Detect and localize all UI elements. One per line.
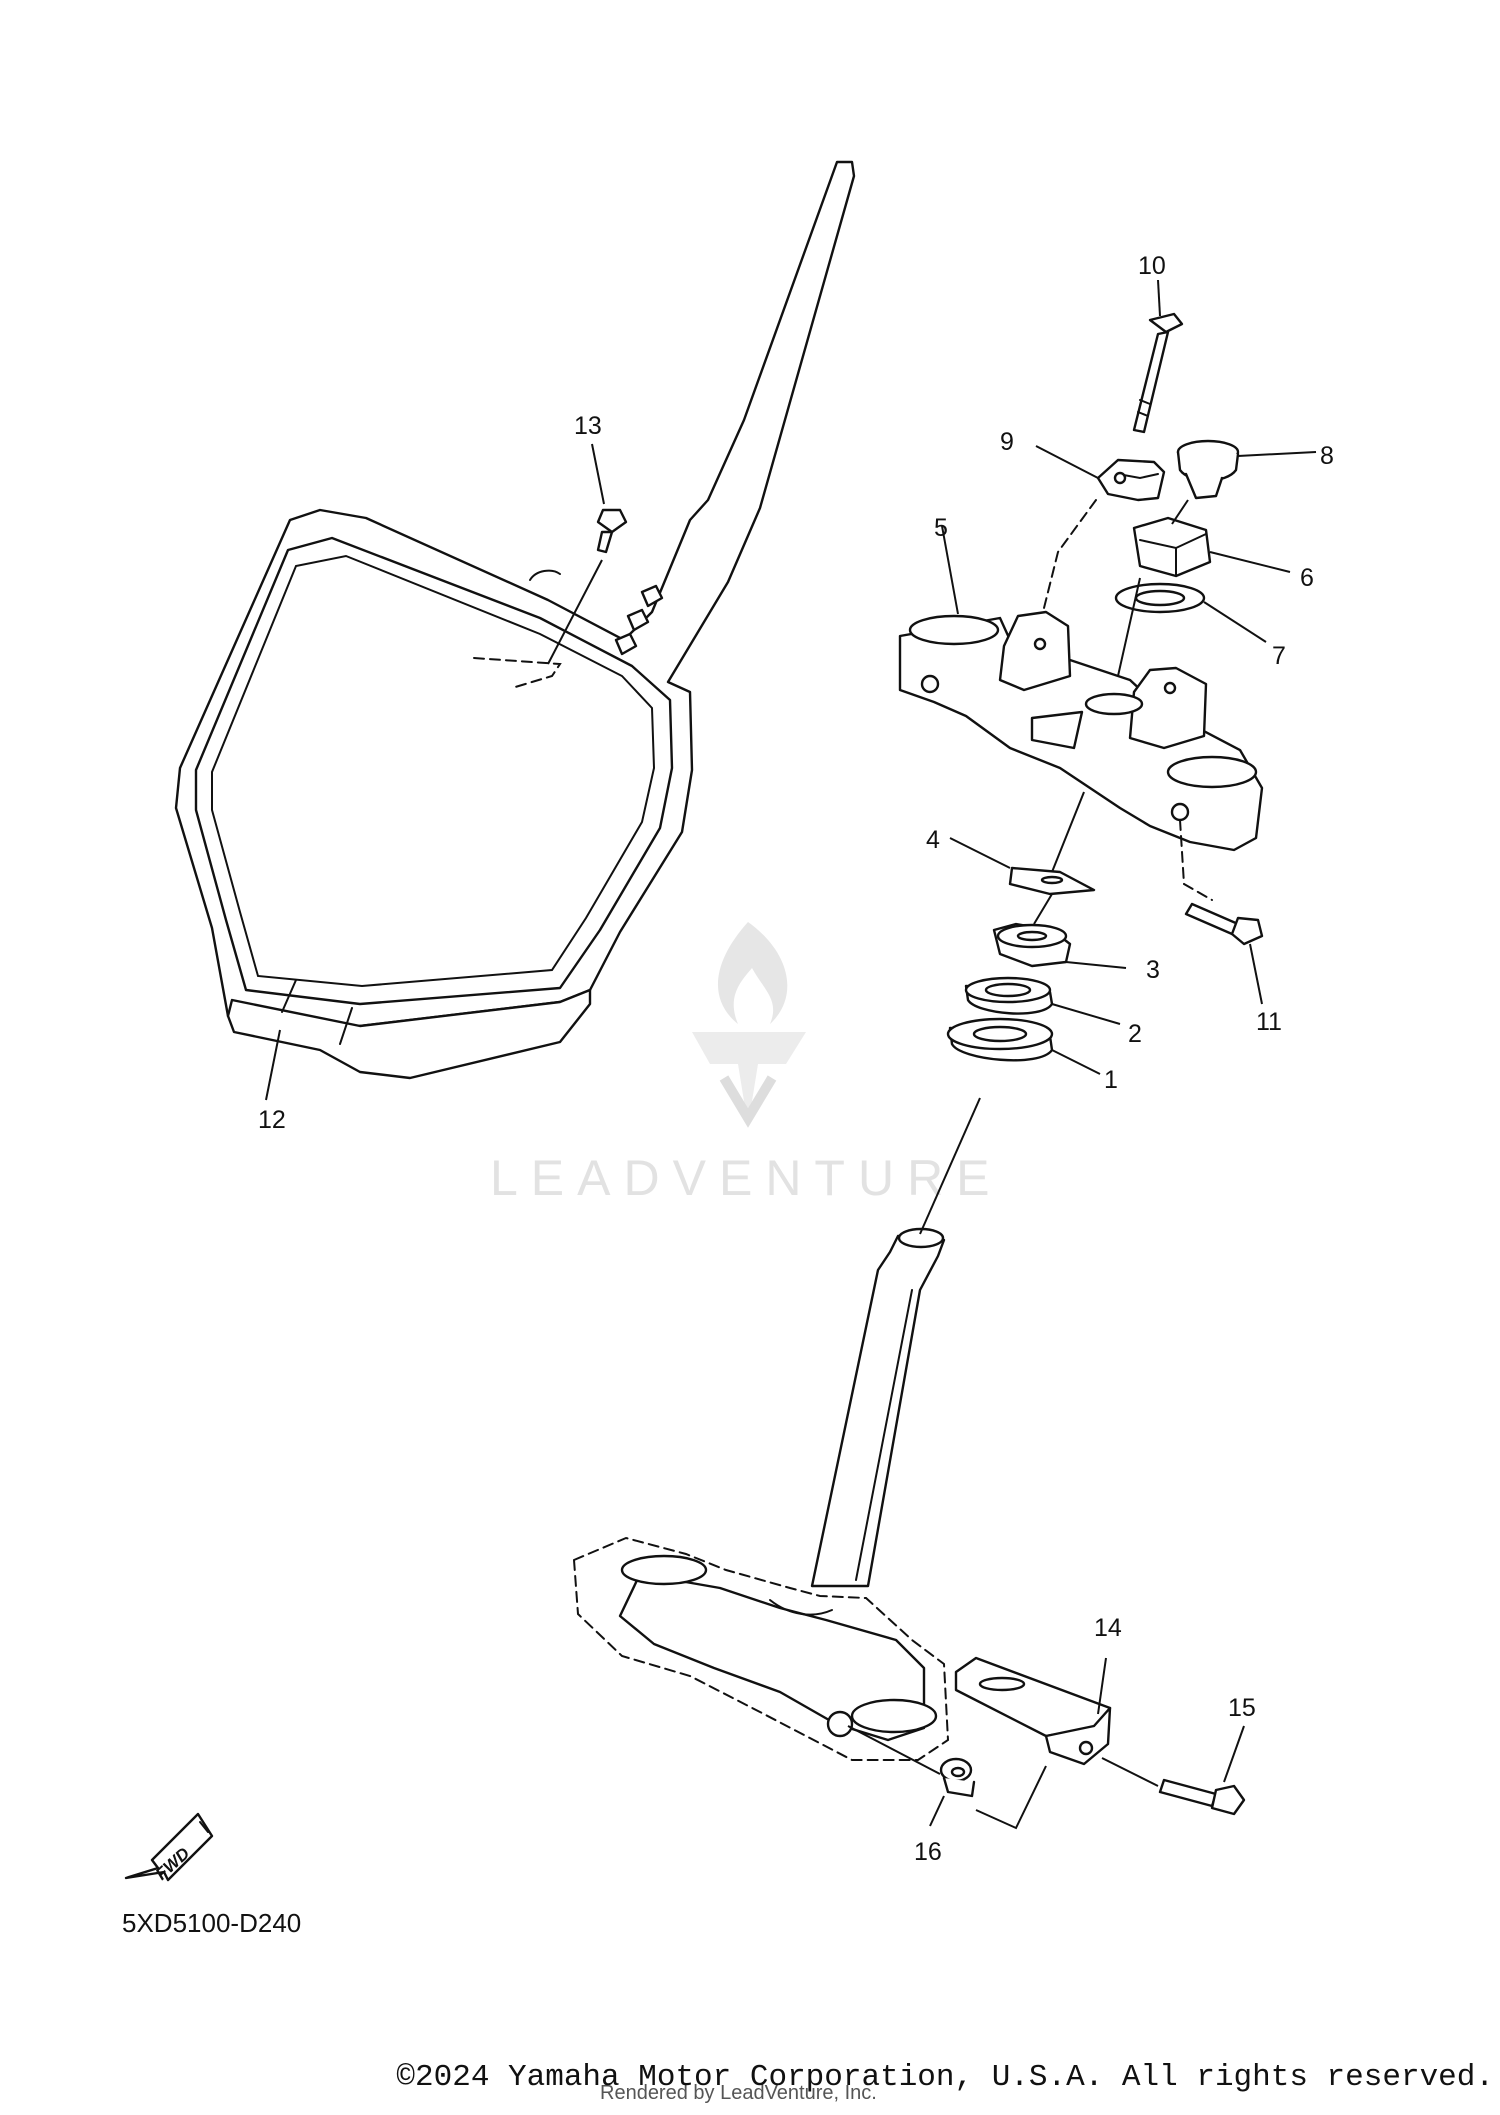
leader-3	[1065, 961, 1127, 969]
bracket-bolt	[1101, 1725, 1246, 1816]
washer	[1008, 866, 1096, 896]
callout-4: 4	[926, 826, 940, 854]
leader-6	[1209, 551, 1291, 573]
seal	[964, 976, 1054, 1015]
crown-washer	[1114, 582, 1206, 614]
callout-14: 14	[1094, 1614, 1122, 1642]
leader-10	[1157, 279, 1161, 317]
fwd-arrow-icon: FWD	[124, 1812, 214, 1884]
callout-7: 7	[1272, 642, 1286, 670]
cap	[1117, 439, 1240, 677]
leader-8	[1237, 451, 1317, 457]
callout-12: 12	[258, 1106, 286, 1134]
copyright-notice: ©2024 Yamaha Motor Corporation, U.S.A. A…	[396, 2060, 1494, 2095]
callout-1: 1	[1104, 1066, 1118, 1094]
leader-1	[1051, 1049, 1101, 1075]
crown-nut	[1132, 516, 1212, 578]
callout-5: 5	[934, 514, 948, 542]
rendered-by: Rendered by LeadVenture, Inc.	[600, 2082, 877, 2104]
watermark-logo: LEADVENTURE	[490, 922, 1003, 1206]
callout-10: 10	[1138, 252, 1166, 280]
callout-13: 13	[574, 412, 602, 440]
callout-15: 15	[1228, 1694, 1256, 1722]
steering-stem	[572, 1097, 981, 1775]
handlebar-holder	[1043, 458, 1166, 609]
brake-hose-bracket	[954, 1656, 1112, 1766]
collar	[929, 1757, 1047, 1830]
callout-16: 16	[914, 1838, 942, 1866]
leader-4	[949, 837, 1011, 869]
callout-11: 11	[1256, 1008, 1282, 1036]
holder-bolt	[1132, 312, 1184, 434]
plate-bolt	[547, 443, 628, 665]
bearing	[946, 1017, 1054, 1062]
callout-9: 9	[1000, 428, 1014, 456]
leader-9	[1035, 445, 1099, 479]
callout-6: 6	[1300, 564, 1314, 592]
pinch-bolt	[1184, 902, 1264, 1005]
diagram-code: 5XD5100-D240	[122, 1908, 302, 1938]
leader-7	[1203, 601, 1267, 643]
upper-bracket	[898, 525, 1264, 925]
callout-3: 3	[1146, 956, 1160, 984]
callout-8: 8	[1320, 442, 1334, 470]
ring-nut	[992, 922, 1072, 968]
leader-2	[1051, 1003, 1121, 1025]
watermark-text: LEADVENTURE	[490, 1150, 1003, 1206]
callout-2: 2	[1128, 1020, 1142, 1048]
